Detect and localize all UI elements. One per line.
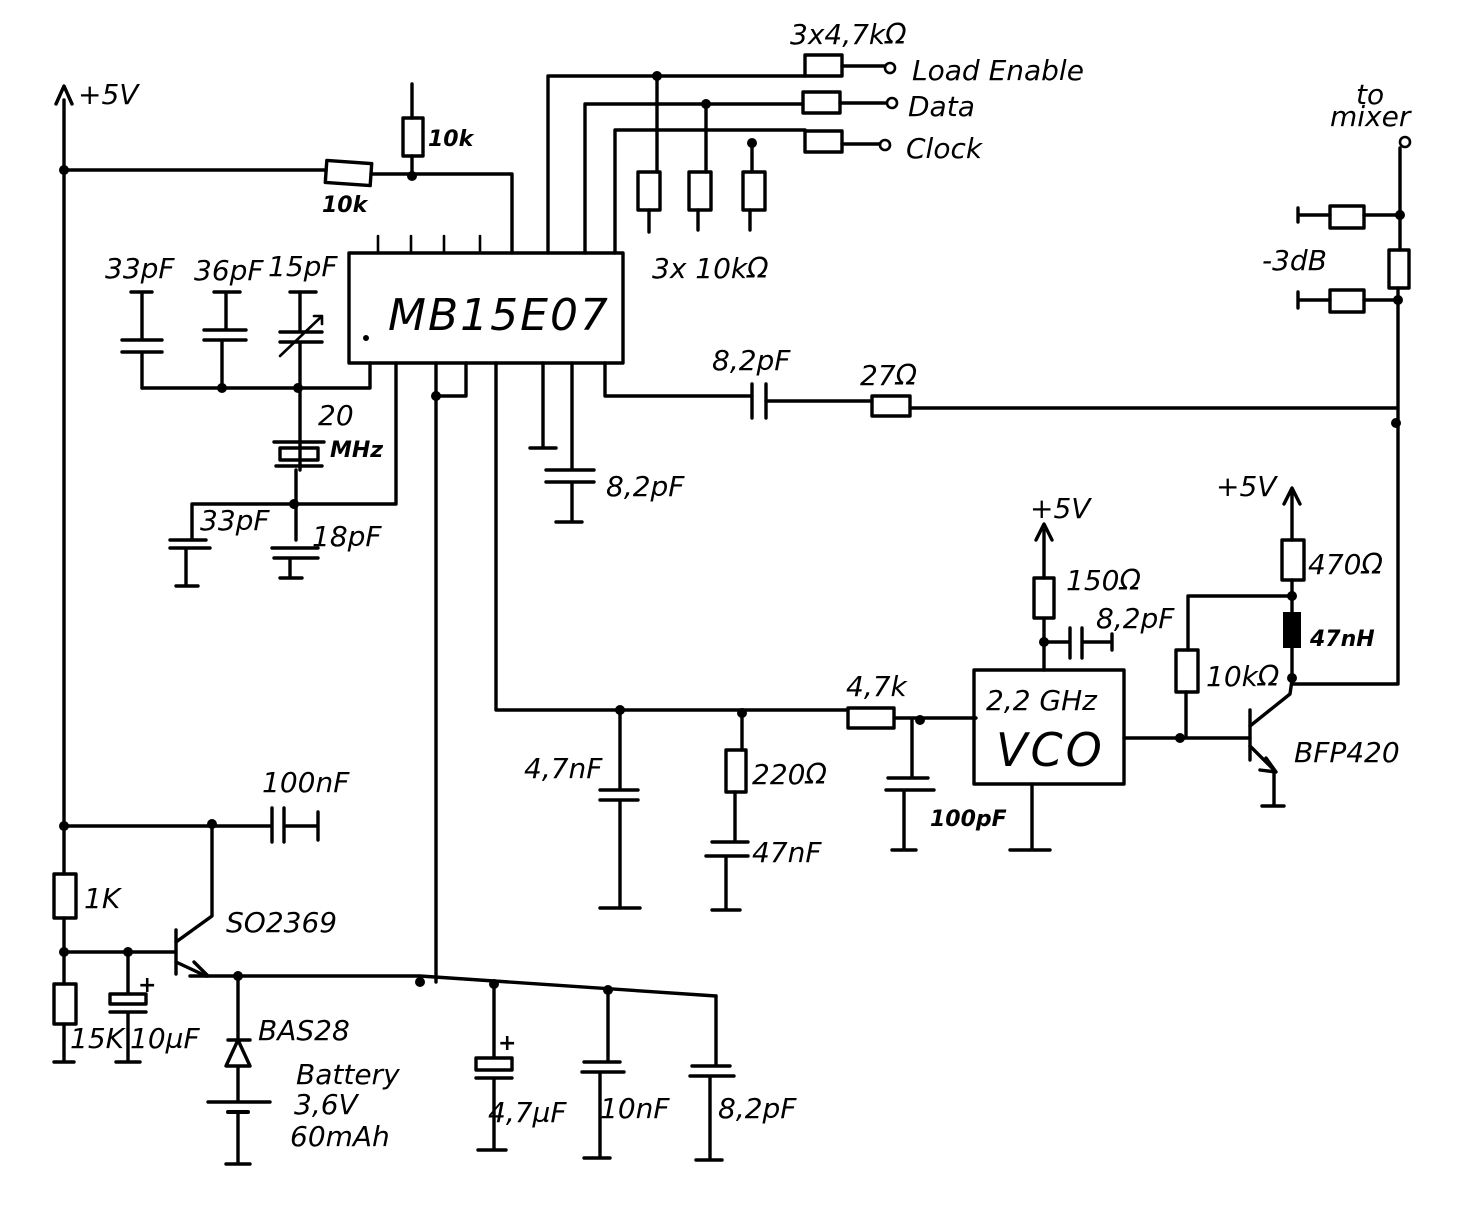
diode-label: BAS28	[258, 1014, 350, 1047]
series-resistor-label: 3x4,7kΩ	[790, 18, 907, 51]
amp-collector-resistor	[1280, 538, 1306, 582]
attenuator: to mixer -3dB	[1262, 78, 1412, 686]
bfp420-transistor	[1248, 678, 1294, 808]
resistor-1k-label: 1K	[84, 882, 123, 915]
vco-feed-r-label: 150Ω	[1066, 564, 1141, 597]
battery-label-3: 60mAh	[290, 1120, 390, 1153]
pullup-label: 3x 10kΩ	[652, 252, 769, 285]
pullup-resistor-3	[741, 170, 767, 212]
cap-10nf-label: 10nF	[600, 1092, 670, 1125]
cap-15pf-label: 15pF	[268, 250, 338, 283]
power-section: 100nF 1K 15K + 10µF SO2369 BAS28	[52, 766, 797, 1166]
cap-100nf-label: 100nF	[262, 766, 350, 799]
cap-4u7-plus: +	[498, 1031, 516, 1056]
data-label: Data	[908, 90, 975, 123]
bas28-diode	[224, 974, 252, 1102]
battery	[206, 1100, 272, 1166]
resistor-4k7-clock	[803, 129, 844, 154]
terminal-clock	[878, 138, 892, 152]
load-enable-label: Load Enable	[912, 54, 1084, 87]
resistor-10k-horizontal	[323, 158, 374, 188]
crystal-mhz-label: MHz	[330, 438, 383, 463]
supply-label-main: +5V	[78, 78, 140, 111]
pullup-resistor-2	[687, 170, 713, 212]
resistor-4k7-le	[803, 53, 844, 78]
resistor-15k	[52, 982, 78, 1026]
loop-resistor-4k7-label: 4,7k	[846, 670, 909, 703]
vco-feed-resistor	[1032, 576, 1056, 620]
resistor-4k7-data	[801, 90, 842, 115]
amp-bias-resistor	[1174, 648, 1200, 694]
loop-cap-4n7-label: 4,7nF	[524, 752, 603, 785]
loop-cap-47n-label: 47nF	[752, 836, 822, 869]
vco-feed-c-label: 8,2pF	[1096, 602, 1175, 635]
terminal-to-mixer	[1398, 135, 1412, 149]
terminal-load-enable	[883, 61, 897, 75]
cap-coupling-label: 8,2pF	[712, 344, 791, 377]
vco-name-label: VCO	[996, 723, 1105, 777]
vco-box	[972, 668, 1126, 786]
resistor-10k-vertical	[401, 116, 425, 158]
to-mixer-label-1: to	[1356, 78, 1384, 111]
pullup-resistor-1	[636, 170, 662, 212]
cap-8p2-power-label: 8,2pF	[718, 1092, 797, 1125]
attenuator-resistor-2	[1328, 288, 1366, 314]
amp-supply-label: +5V	[1216, 470, 1278, 503]
battery-label-1: Battery	[296, 1058, 400, 1091]
loop-resistor-220-label: 220Ω	[752, 758, 827, 791]
terminal-data	[885, 96, 899, 110]
vco-supply-label: +5V	[1030, 492, 1092, 525]
crystal-20mhz	[272, 440, 326, 468]
cap-36pf-label: 36pF	[194, 254, 264, 287]
resistor-10k-v-label: 10k	[428, 127, 475, 152]
to-mixer-label-2: mixer	[1330, 100, 1412, 133]
battery-label-2: 3,6V	[294, 1088, 360, 1121]
amp-bias-r-label: 10kΩ	[1206, 660, 1280, 693]
elec-cap-plus: +	[138, 973, 156, 998]
loop-resistor-220	[724, 748, 748, 794]
clock-label: Clock	[906, 132, 984, 165]
vco-block: 2,2 GHz VCO +5V 150Ω 8,2pF	[972, 492, 1252, 852]
ic-mb15e07: MB15E07	[347, 234, 625, 365]
cap-bypass-label: 8,2pF	[606, 470, 685, 503]
cap-33pf-2-label: 33pF	[200, 504, 270, 537]
loop-cap-100p-label: 100pF	[930, 807, 1007, 832]
amp-inductor	[1283, 612, 1301, 648]
rf-amplifier: +5V 470Ω 47nH 10kΩ BFP420	[1174, 470, 1400, 808]
amp-transistor-label: BFP420	[1294, 736, 1400, 769]
resistor-15k-label: 15K	[70, 1022, 127, 1055]
amp-collector-r-label: 470Ω	[1308, 548, 1383, 581]
resistor-1k	[52, 872, 78, 920]
crystal-freq-label: 20	[318, 399, 354, 432]
ic-bottom: 8,2pF 8,2pF 27Ω	[431, 344, 1401, 984]
resistor-27-label: 27Ω	[860, 359, 918, 392]
attenuator-label: -3dB	[1262, 244, 1327, 277]
main-supply: +5V 10k 10k	[54, 78, 514, 828]
loop-filter: 4,7nF 220Ω 47nF 4,7k 100pF	[494, 361, 1007, 912]
attenuator-resistor-3	[1387, 248, 1411, 290]
resistor-27ohm	[870, 394, 912, 418]
ic-label: MB15E07	[388, 290, 610, 341]
so2369-transistor	[174, 822, 240, 978]
cap-4u7-label: 4,7µF	[488, 1096, 567, 1129]
vco-freq-label: 2,2 GHz	[986, 684, 1098, 717]
cap-33pf-label: 33pF	[105, 252, 175, 285]
resistor-10k-h-label: 10k	[322, 193, 369, 218]
loop-resistor-4k7	[846, 706, 896, 730]
cap-18pf-label: 18pF	[312, 520, 382, 553]
transistor-so2369-label: SO2369	[226, 906, 337, 939]
crystal-oscillator: 33pF 36pF 15pF 20 MHz 33pF 18pF	[105, 250, 398, 588]
amp-inductor-label: 47nH	[1309, 627, 1375, 652]
serial-interface: 3x4,7kΩ Load Enable Data Clock 3x 10kΩ	[546, 18, 1084, 285]
attenuator-resistor-1	[1328, 204, 1366, 230]
cap-10uf-label: 10µF	[130, 1022, 200, 1055]
